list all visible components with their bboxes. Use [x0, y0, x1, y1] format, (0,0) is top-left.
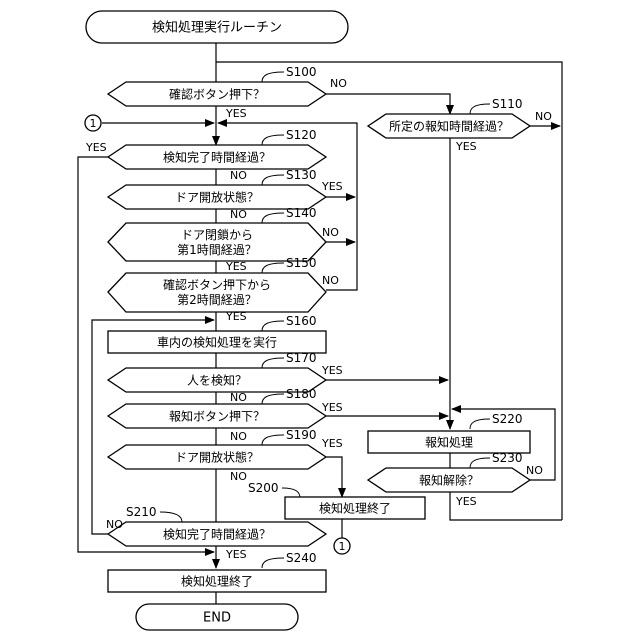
decision-s150: 確認ボタン押下から 第2時間経過？: [108, 273, 326, 312]
decision-s140-text-2: 第1時間経過？: [177, 243, 257, 257]
decision-s100-text: 確認ボタン押下？: [169, 87, 265, 102]
s100-yes-label: YES: [225, 107, 247, 120]
s150-no-label: NO: [322, 274, 339, 287]
end-terminal: END: [136, 604, 298, 630]
process-s160-text: 車内の検知処理を実行: [157, 335, 277, 350]
s120-no-label: NO: [230, 169, 247, 182]
decision-s190: ドア開放状態？: [108, 445, 326, 469]
s230-yes-label: YES: [455, 495, 477, 508]
connector-bottom: 1: [334, 538, 350, 554]
s180-yes-label: YES: [321, 401, 343, 414]
s210-no-label: NO: [106, 518, 123, 531]
connector-top-label: 1: [90, 117, 97, 130]
step-id-s160: S160: [286, 314, 317, 328]
s110-yes-label: YES: [455, 140, 477, 153]
connector-top: 1: [85, 115, 101, 131]
decision-s120: 検知完了時間経過？: [108, 145, 326, 169]
decision-s120-text: 検知完了時間経過？: [163, 150, 271, 165]
s140-yes-label: YES: [225, 260, 247, 273]
process-s200: 検知処理終了: [285, 497, 425, 519]
decision-s140-text-1: ドア閉鎖から: [181, 227, 253, 242]
step-id-s240: S240: [286, 551, 317, 565]
step-id-s180: S180: [286, 387, 317, 401]
step-id-s120: S120: [286, 128, 317, 142]
s230-no-label: NO: [526, 464, 543, 477]
decision-s100: 確認ボタン押下？: [108, 82, 326, 106]
s130-yes-label: YES: [321, 180, 343, 193]
end-terminal-label: END: [203, 611, 231, 626]
start-terminal-label: 検知処理実行ルーチン: [152, 20, 282, 36]
step-id-s150: S150: [286, 256, 317, 270]
process-s220-text: 報知処理: [425, 436, 473, 450]
step-id-s230: S230: [492, 451, 523, 465]
process-s160: 車内の検知処理を実行: [108, 331, 326, 353]
process-s200-text: 検知処理終了: [319, 501, 391, 516]
decision-s230: 報知解除？: [368, 468, 530, 492]
step-id-s100: S100: [286, 65, 317, 79]
decision-s180: 報知ボタン押下？: [108, 404, 326, 428]
s140-no-label: NO: [322, 226, 339, 239]
decision-s150-text-1: 確認ボタン押下から: [163, 277, 271, 292]
s210-yes-label: YES: [225, 548, 247, 561]
start-terminal: 検知処理実行ルーチン: [86, 11, 348, 43]
step-id-s130: S130: [286, 168, 317, 182]
s180-no-label: NO: [230, 430, 247, 443]
decision-s180-text: 報知ボタン押下？: [169, 410, 265, 424]
step-id-s110: S110: [492, 97, 523, 111]
step-id-s220: S220: [492, 412, 523, 426]
process-s220: 報知処理: [368, 431, 530, 453]
decision-s210: 検知完了時間経過？: [108, 522, 326, 546]
step-id-s200: S200: [248, 481, 279, 495]
decision-s170-text: 人を検知？: [187, 374, 247, 388]
s170-no-label: NO: [230, 391, 247, 404]
s170-yes-label: YES: [321, 364, 343, 377]
step-id-s140: S140: [286, 206, 317, 220]
s190-no-label: NO: [230, 470, 247, 483]
s120-yes-label: YES: [85, 141, 107, 154]
decision-s210-text: 検知完了時間経過？: [163, 527, 271, 542]
step-id-s190: S190: [286, 428, 317, 442]
decision-s110-text: 所定の報知時間経過？: [389, 119, 509, 134]
s150-yes-label: YES: [225, 310, 247, 323]
decision-s130-text: ドア開放状態？: [175, 190, 259, 205]
s110-no-label: NO: [535, 110, 552, 123]
decision-s110: 所定の報知時間経過？: [368, 114, 530, 138]
connector-bottom-label: 1: [339, 540, 346, 553]
step-id-s170: S170: [286, 351, 317, 365]
step-id-s210: S210: [126, 505, 157, 519]
decision-s150-text-2: 第2時間経過？: [177, 293, 257, 307]
s190-yes-label: YES: [321, 437, 343, 450]
decision-s230-text: 報知解除？: [419, 473, 479, 488]
s100-no-label: NO: [330, 77, 347, 90]
process-s240-text: 検知処理終了: [181, 574, 253, 589]
s130-no-label: NO: [230, 208, 247, 221]
decision-s190-text: ドア開放状態？: [175, 450, 259, 465]
process-s240: 検知処理終了: [108, 570, 326, 592]
